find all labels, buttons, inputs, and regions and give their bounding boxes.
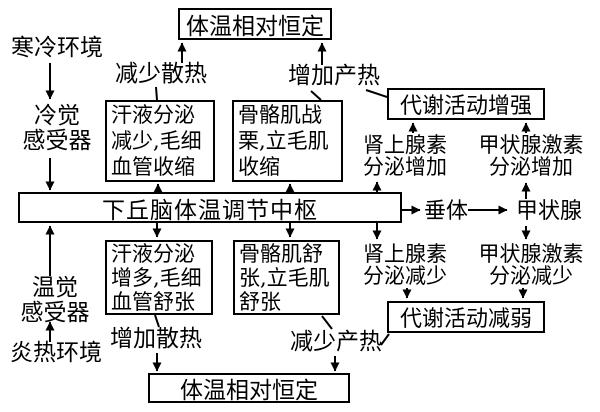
- label-adrenaline-secretion-increase: 肾上腺素 分泌增加: [355, 134, 455, 178]
- line-less-heat-prod-to-metab-down-box: [380, 333, 390, 346]
- label-more-heat-loss: 增加散热: [110, 326, 202, 352]
- box-hypothalamus-center: 下丘脑体温调节中枢: [18, 192, 402, 224]
- label-hot-environment: 炎热环境: [10, 340, 102, 366]
- label-more-heat-production: 增加产热: [288, 63, 380, 89]
- line-sweat-increase-box-to-more-heat-loss: [154, 314, 160, 328]
- box-line: 张,立毛肌: [239, 265, 330, 290]
- label-less-heat-production: 减少产热: [290, 329, 382, 355]
- label-line: 温觉: [32, 275, 78, 301]
- label-cold-environment: 寒冷环境: [11, 35, 103, 61]
- label-thyroid-gland: 甲状腺: [515, 199, 582, 224]
- label-line: 甲状腺激素: [478, 133, 584, 157]
- label-line: 冷觉: [34, 103, 80, 129]
- box-line: 汗液分泌: [111, 241, 195, 266]
- box-metabolism-decrease: 代谢活动减弱: [387, 301, 545, 333]
- box-line: 收缩: [238, 155, 280, 179]
- label-line: 感受器: [20, 300, 90, 326]
- box-temperature-constant-top: 体温相对恒定: [178, 8, 332, 40]
- label-thyroid-hormone-secretion-increase: 甲状腺激素 分泌增加: [472, 134, 590, 178]
- box-line: 栗,立毛肌: [238, 129, 329, 153]
- label-line: 感受器: [22, 128, 92, 154]
- label-line: 肾上腺素: [363, 133, 447, 157]
- box-line: 增多,毛细: [111, 265, 202, 290]
- line-muscle-relax-box-to-less-heat-prod: [321, 315, 333, 330]
- line-more-heat-prod-to-metab-up-box: [365, 89, 388, 98]
- box-line: 骨骼肌舒: [239, 241, 323, 266]
- box-muscle-relax: 骨骼肌舒 张,立毛肌 舒张: [233, 240, 340, 315]
- label-line: 肾上腺素: [363, 242, 447, 266]
- label-pituitary: 垂体: [423, 199, 468, 224]
- line-less-heat-loss-to-sweat-decrease-box: [155, 86, 158, 101]
- box-sweat-increase-vasodilation: 汗液分泌 增多,毛细 血管舒张: [105, 240, 213, 315]
- box-line: 血管收缩: [111, 155, 195, 179]
- label-line: 分泌增加: [489, 155, 573, 179]
- box-line: 舒张: [239, 289, 281, 314]
- label-cold-receptor: 冷觉 感受器: [8, 104, 106, 154]
- label-thyroid-hormone-secretion-decrease: 甲状腺激素 分泌减少: [472, 243, 590, 287]
- box-temperature-constant-bottom: 体温相对恒定: [148, 373, 350, 404]
- label-warm-receptor: 温觉 感受器: [6, 276, 104, 326]
- label-line: 分泌减少: [363, 264, 447, 288]
- line-more-heat-prod-to-muscle-shiver-box: [310, 90, 322, 101]
- box-muscle-shiver: 骨骼肌战 栗,立毛肌 收缩: [232, 100, 343, 182]
- label-line: 甲状腺激素: [478, 242, 584, 266]
- box-line: 血管舒张: [111, 289, 195, 314]
- box-line: 骨骼肌战: [238, 103, 322, 127]
- label-line: 分泌减少: [489, 264, 573, 288]
- label-less-heat-loss: 减少散热: [115, 61, 207, 87]
- label-line: 分泌增加: [363, 155, 447, 179]
- box-sweat-decrease-vasoconstriction: 汗液分泌 减少,毛细 血管收缩: [105, 100, 215, 182]
- box-metabolism-increase: 代谢活动增强: [387, 88, 545, 120]
- box-line: 减少,毛细: [111, 129, 202, 153]
- label-adrenaline-secretion-decrease: 肾上腺素 分泌减少: [355, 243, 455, 287]
- box-line: 汗液分泌: [111, 103, 195, 127]
